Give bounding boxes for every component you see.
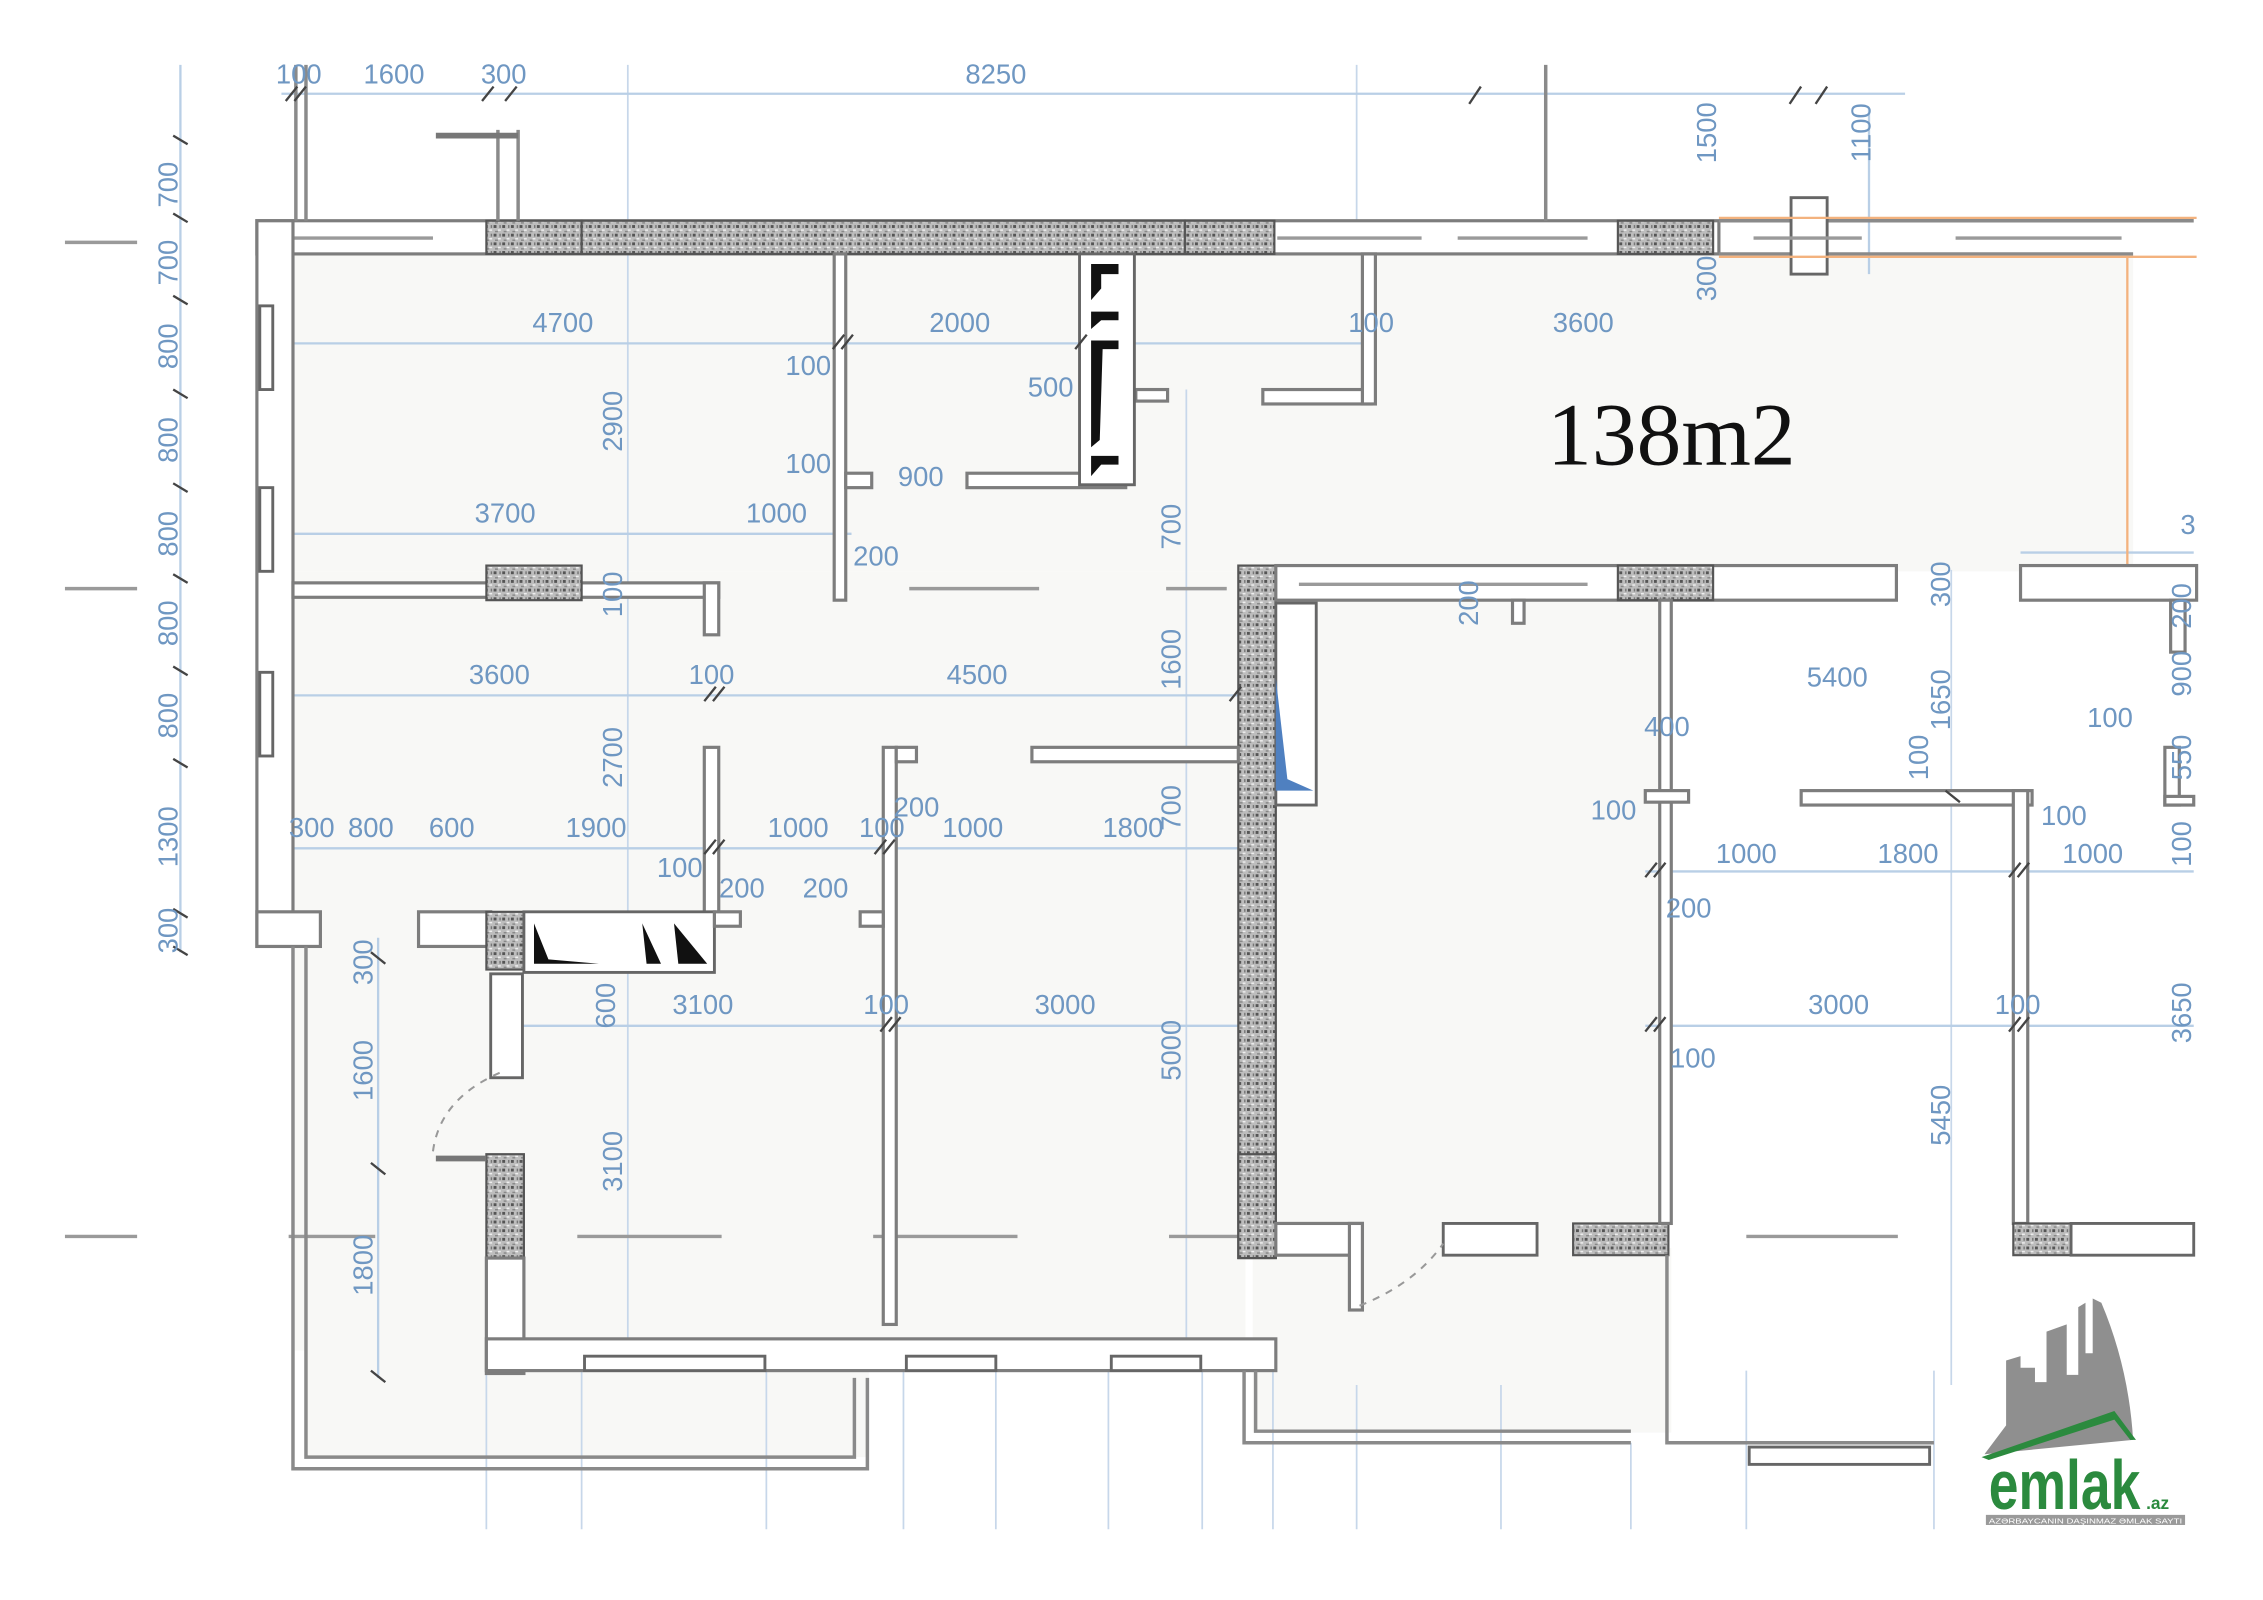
dimension-label: 200 bbox=[719, 872, 765, 903]
dimension-label: 3100 bbox=[597, 1131, 628, 1192]
dimension-label: 800 bbox=[153, 600, 184, 646]
dimension-label: 200 bbox=[894, 792, 940, 823]
dimension-label: 3 bbox=[2180, 509, 2195, 540]
dimension-label: 8250 bbox=[965, 59, 1026, 90]
dimension-label: 600 bbox=[590, 983, 621, 1029]
dimension-label: 1300 bbox=[153, 806, 184, 867]
dimension-label: 1000 bbox=[2062, 838, 2123, 869]
dimension-label: 900 bbox=[2166, 651, 2197, 697]
dimension-label: 800 bbox=[153, 323, 184, 369]
dimension-label: 5000 bbox=[1156, 1020, 1187, 1081]
dimension-label: 100 bbox=[2166, 821, 2197, 867]
dimension-label: 200 bbox=[1666, 893, 1712, 924]
dimension-label: 100 bbox=[1995, 989, 2041, 1020]
dimension-label: 300 bbox=[153, 908, 184, 954]
dimension-label: 3700 bbox=[475, 497, 536, 528]
dimension-label: 1800 bbox=[1102, 812, 1163, 843]
dimension-label: 700 bbox=[153, 240, 184, 286]
dimension-label: 100 bbox=[1591, 794, 1637, 825]
emlak-logo: emlak .az AZƏRBAYCANIN DAŞINMAZ ƏMLAK SA… bbox=[1981, 1298, 2186, 1526]
dimension-label: 300 bbox=[481, 59, 527, 90]
logo-name: emlak bbox=[1989, 1446, 2141, 1524]
dimension-label: 200 bbox=[2166, 583, 2197, 629]
dimension-label: 2900 bbox=[597, 391, 628, 452]
dimension-label: 100 bbox=[2087, 702, 2133, 733]
dimension-label: 1600 bbox=[1156, 629, 1187, 690]
floor-areas bbox=[292, 253, 2134, 1458]
dimension-label: 550 bbox=[2166, 735, 2197, 781]
dimension-ticks bbox=[172, 85, 2031, 1384]
dimension-label: 1600 bbox=[347, 1040, 378, 1101]
dimension-label: 100 bbox=[859, 812, 905, 843]
dimension-label: 100 bbox=[863, 989, 909, 1020]
dimension-label: 4500 bbox=[947, 659, 1008, 690]
dimension-label: 3600 bbox=[469, 659, 530, 690]
dimension-label: 700 bbox=[1156, 785, 1187, 831]
dimension-label: 300 bbox=[1691, 256, 1722, 302]
dimension-label: 700 bbox=[1156, 504, 1187, 550]
dimension-label: 200 bbox=[853, 541, 899, 572]
dimension-label: 1000 bbox=[942, 812, 1003, 843]
dimension-label: 5450 bbox=[1925, 1085, 1956, 1146]
dimension-label: 3000 bbox=[1808, 989, 1869, 1020]
dimension-label: 1650 bbox=[1925, 669, 1956, 730]
dimension-label: 100 bbox=[785, 448, 831, 479]
dimension-label: 100 bbox=[1903, 735, 1934, 781]
dimension-label: 3000 bbox=[1035, 989, 1096, 1020]
dimension-label: 100 bbox=[1348, 307, 1394, 338]
dimension-label: 3650 bbox=[2166, 982, 2197, 1043]
dimension-label: 700 bbox=[153, 162, 184, 208]
dimension-label: 100 bbox=[276, 59, 322, 90]
dimension-label: 800 bbox=[153, 417, 184, 463]
dimension-label: 800 bbox=[153, 693, 184, 739]
axis-lines bbox=[64, 240, 1898, 1239]
dimension-label: 800 bbox=[153, 511, 184, 557]
dimension-label: 100 bbox=[2041, 800, 2087, 831]
dimension-label: 1900 bbox=[566, 812, 627, 843]
dimension-label: 1500 bbox=[1691, 102, 1722, 163]
area-label: 138m2 bbox=[1547, 386, 1796, 485]
dimension-label: 1000 bbox=[768, 812, 829, 843]
dimension-label: 100 bbox=[689, 659, 735, 690]
dimension-label: 1100 bbox=[1845, 103, 1876, 162]
dimension-label: 100 bbox=[785, 350, 831, 381]
dimension-label: 1800 bbox=[347, 1235, 378, 1296]
dimension-label: 900 bbox=[898, 461, 944, 492]
dimension-label: 200 bbox=[803, 872, 849, 903]
dimension-label: 400 bbox=[1644, 711, 1690, 742]
dimension-label: 3600 bbox=[1553, 307, 1614, 338]
dimension-label: 1600 bbox=[364, 59, 425, 90]
walls bbox=[255, 64, 2199, 1471]
dimension-label: 1000 bbox=[1716, 838, 1777, 869]
logo-tagline: AZƏRBAYCANIN DAŞINMAZ ƏMLAK SAYTI bbox=[1989, 1517, 2182, 1526]
dimension-label: 300 bbox=[347, 939, 378, 985]
dimension-label: 1000 bbox=[746, 497, 807, 528]
dimension-label: 100 bbox=[597, 572, 628, 618]
dimension-label: 4700 bbox=[532, 307, 593, 338]
dimension-label: 3100 bbox=[672, 989, 733, 1020]
grid-lines bbox=[485, 64, 1953, 1530]
dimension-label: 600 bbox=[429, 812, 475, 843]
dimension-label: 2000 bbox=[929, 307, 990, 338]
dimension-label: 800 bbox=[348, 812, 394, 843]
dimension-label: 300 bbox=[289, 812, 335, 843]
dimension-label: 200 bbox=[1453, 580, 1484, 626]
dimension-label: 100 bbox=[1670, 1043, 1716, 1074]
dimension-label: 5400 bbox=[1807, 662, 1868, 693]
dimension-label: 100 bbox=[657, 852, 703, 883]
dimension-label: 2700 bbox=[597, 727, 628, 788]
logo-suffix: .az bbox=[2146, 1493, 2169, 1513]
city-skyline-icon bbox=[1981, 1298, 2136, 1461]
dimension-label: 300 bbox=[1925, 561, 1956, 607]
dimension-label: 500 bbox=[1028, 372, 1074, 403]
dimension-label: 1800 bbox=[1877, 838, 1938, 869]
